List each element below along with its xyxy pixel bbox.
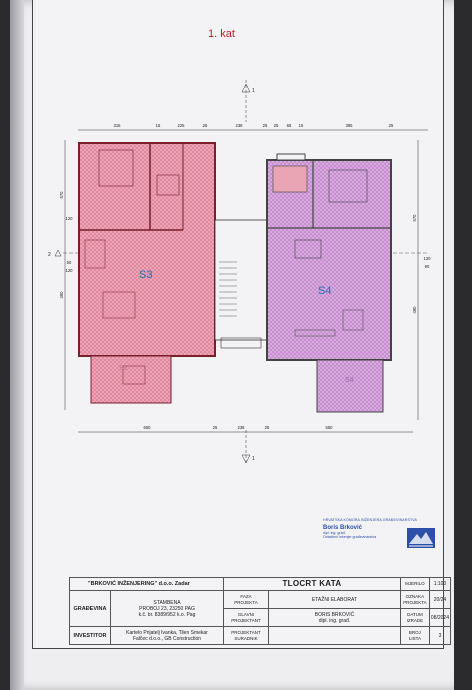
svg-text:1: 1 (252, 456, 255, 462)
dim-top-11: 25 (389, 123, 394, 128)
dim-bottom-4: 25 (265, 425, 270, 430)
dim-bottom-3: 238 (238, 425, 246, 430)
section-marker-top: 1 (241, 80, 255, 122)
svg-text:570: 570 (59, 191, 64, 199)
dim-top-9: 15 (299, 123, 304, 128)
stair-core (214, 219, 268, 349)
svg-text:120: 120 (66, 216, 74, 221)
datum-value: 08/2024 (428, 608, 452, 627)
svg-text:2: 2 (48, 252, 51, 258)
dim-top-6: 25 (263, 123, 268, 128)
scale-label: MJERILO (399, 577, 430, 591)
svg-text:120: 120 (66, 268, 74, 273)
chamber-logo-icon (407, 528, 435, 548)
unit-label-s4: S4 (318, 285, 331, 297)
title-block: "BRKOVIĆ INŽENJERING" d.o.o. Zadar TLOCR… (69, 577, 452, 645)
drawing-sheet: 1. kat 315 15 225 25 (32, 0, 452, 649)
room-label-s4-terrace: S4 (345, 377, 354, 384)
svg-text:1: 1 (252, 88, 255, 94)
faza-value: ETAŽNI ELABORAT (268, 590, 401, 609)
dim-top-2: 15 (156, 123, 161, 128)
dim-top-1: 315 (114, 123, 122, 128)
room-label-s3-terrace: S3 (119, 365, 128, 372)
dim-bottom-1: 650 (144, 425, 152, 430)
bottom-dimension-line: 650 25 238 25 550 (78, 425, 413, 433)
dim-bottom-5: 550 (326, 425, 334, 430)
scale-value: 1:100 (428, 577, 452, 591)
dim-top-3: 225 (178, 123, 186, 128)
right-dimension-line: 570 490 120 90 (412, 140, 431, 420)
dim-top-5: 238 (236, 123, 244, 128)
svg-text:90: 90 (425, 264, 430, 269)
unit-s3: S3 S3 (78, 142, 216, 404)
oznaka-value: 20/24 (428, 590, 452, 609)
unit-label-s3: S3 (139, 269, 152, 281)
gradevina-label: GRAĐEVINA (69, 590, 111, 627)
svg-text:490: 490 (59, 291, 64, 299)
engineer-stamp: HRVATSKA KOMORA INŽENJERA GRAĐEVINARSTVA… (323, 518, 441, 554)
left-dimension-line: 570 490 120 60 120 (59, 140, 73, 410)
section-marker-bottom: 1 (241, 430, 255, 465)
svg-text:490: 490 (412, 306, 417, 314)
company-name: "BRKOVIĆ INŽENJERING" d.o.o. Zadar (69, 577, 224, 591)
dim-top-10: 385 (346, 123, 354, 128)
unit-s4: S4 S4 (266, 153, 392, 413)
top-dimension-line: 315 15 225 25 238 25 25 65 15 385 25 (78, 123, 428, 131)
page-binding (10, 0, 24, 690)
dim-top-7: 25 (274, 123, 279, 128)
floor-label: 1. kat (208, 28, 235, 40)
svg-text:570: 570 (412, 214, 417, 222)
dim-bottom-2: 25 (213, 425, 218, 430)
document-page: 1. kat 315 15 225 25 (10, 0, 454, 690)
broj-value: 3 (428, 626, 452, 645)
investitor-label: INVESTITOR (69, 626, 111, 645)
dim-top-8: 65 (287, 123, 292, 128)
dim-top-4: 25 (203, 123, 208, 128)
svg-text:60: 60 (67, 260, 72, 265)
drawing-title: TLOCRT KATA (223, 577, 401, 591)
floor-plan: 315 15 225 25 238 25 25 65 15 385 25 1 (48, 80, 431, 465)
svg-text:120: 120 (424, 256, 432, 261)
